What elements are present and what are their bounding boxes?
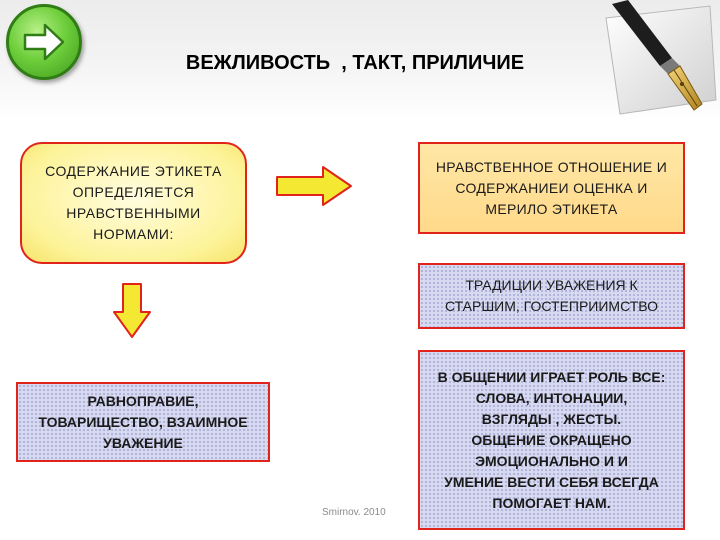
etiquette-content-text: СОДЕРЖАНИЕ ЭТИКЕТА ОПРЕДЕЛЯЕТСЯ НРАВСТВЕ…	[45, 163, 222, 242]
equality-box: РАВНОПРАВИЕ, ТОВАРИЩЕСТВО, ВЗАИМНОЕ УВАЖ…	[16, 382, 270, 462]
header-band	[0, 0, 720, 120]
arrow-down-connector	[113, 283, 151, 338]
next-slide-button[interactable]	[6, 4, 82, 80]
traditions-text: ТРАДИЦИИ УВАЖЕНИЯ К СТАРШИМ, ГОСТЕПРИИМС…	[444, 277, 659, 314]
fountain-pen-icon	[605, 0, 717, 115]
slide-title: ВЕЖЛИВОСТЬ , ТАКТ, ПРИЛИЧИЕ	[185, 52, 525, 74]
watermark: Smirnov. 2010	[322, 507, 386, 518]
arrow-right-icon	[23, 23, 65, 61]
equality-text: РАВНОПРАВИЕ, ТОВАРИЩЕСТВО, ВЗАИМНОЕ УВАЖ…	[38, 392, 248, 451]
communication-box: В ОБЩЕНИИ ИГРАЕТ РОЛЬ ВСЕ: СЛОВА, ИНТОНА…	[418, 350, 685, 530]
arrow-right-connector	[276, 166, 352, 206]
moral-attitude-text: НРАВСТВЕННОЕ ОТНОШЕНИЕ И СОДЕРЖАНИЕИ ОЦЕ…	[435, 158, 668, 217]
etiquette-content-box: СОДЕРЖАНИЕ ЭТИКЕТА ОПРЕДЕЛЯЕТСЯ НРАВСТВЕ…	[20, 142, 247, 264]
traditions-box: ТРАДИЦИИ УВАЖЕНИЯ К СТАРШИМ, ГОСТЕПРИИМС…	[418, 263, 685, 329]
communication-text: В ОБЩЕНИИ ИГРАЕТ РОЛЬ ВСЕ: СЛОВА, ИНТОНА…	[437, 368, 666, 511]
moral-attitude-box: НРАВСТВЕННОЕ ОТНОШЕНИЕ И СОДЕРЖАНИЕИ ОЦЕ…	[418, 142, 685, 234]
